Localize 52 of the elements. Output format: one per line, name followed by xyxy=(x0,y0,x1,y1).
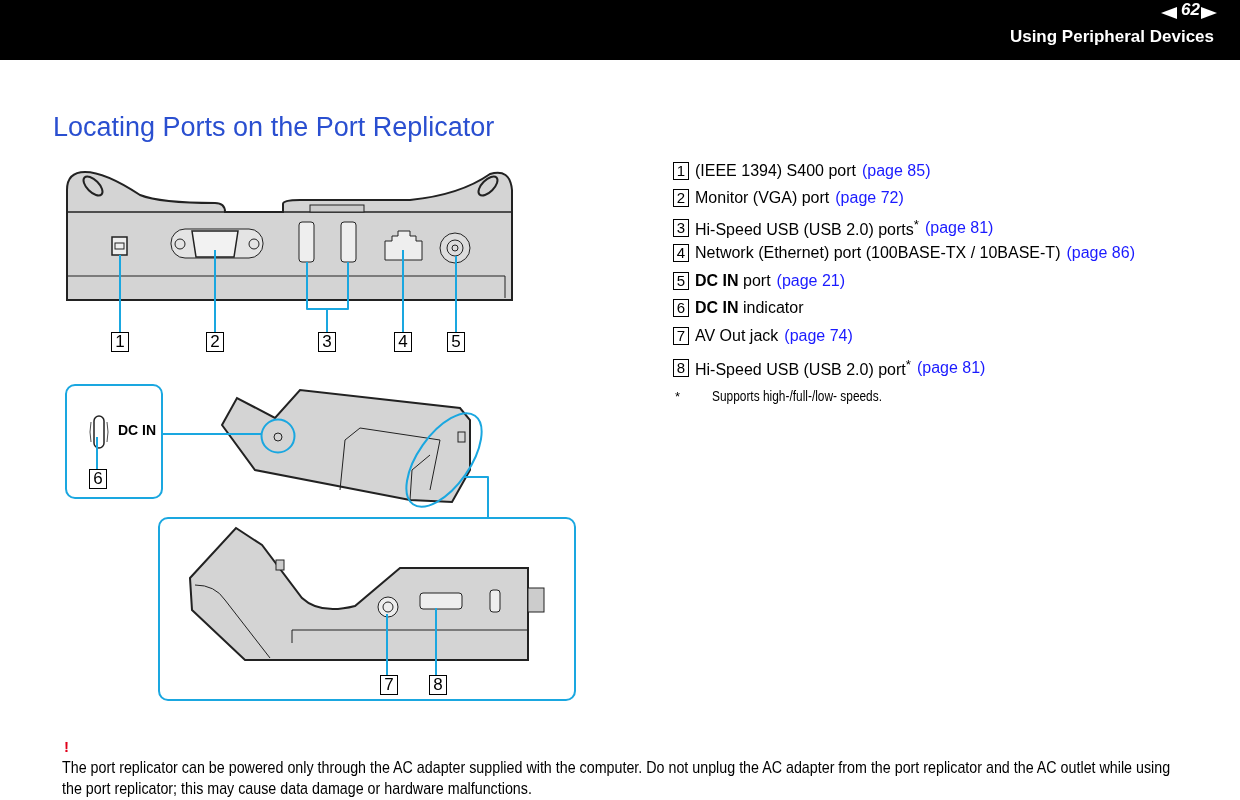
leader-line xyxy=(214,249,216,333)
footnote: Supports high-/full-/low- speeds. xyxy=(712,388,882,404)
footnote-mark: * xyxy=(675,389,681,404)
page-link: (page 72) xyxy=(835,189,904,207)
page-link: (page 81) xyxy=(916,359,986,378)
callout-number: 8 xyxy=(673,359,689,378)
callout-number: 4 xyxy=(673,244,689,262)
callout-number: 8 xyxy=(429,675,447,695)
leader-line xyxy=(455,255,457,333)
leader-line xyxy=(119,254,121,333)
leader-line xyxy=(162,433,262,435)
callout-number: 7 xyxy=(380,675,398,695)
inset-panel xyxy=(158,517,576,701)
section-heading: Using Peripheral Devices xyxy=(1009,27,1214,47)
page-link: (page 74) xyxy=(784,327,853,345)
callout-number: 1 xyxy=(111,332,129,352)
callout-number: 3 xyxy=(318,332,336,352)
page-link: (page 81) xyxy=(924,219,994,238)
callout-number: 2 xyxy=(206,332,224,352)
callout-number: 5 xyxy=(447,332,465,352)
inset-panel xyxy=(65,384,163,499)
port-label: DC IN xyxy=(118,422,157,438)
highlight-circle xyxy=(260,418,296,454)
item-description: DC IN indicator xyxy=(695,299,804,317)
callout-number: 3 xyxy=(673,219,689,238)
leader-line xyxy=(435,607,437,676)
page-link: (page 21) xyxy=(776,272,846,290)
page-link: (page 85) xyxy=(862,162,931,180)
item-description: Network (Ethernet) port (100BASE-TX / 10BASE-T) xyxy=(695,244,1061,262)
item-description: Monitor (VGA) port xyxy=(695,189,830,207)
leader-line xyxy=(386,613,388,676)
page-link: (page 86) xyxy=(1066,244,1135,262)
callout-number: 6 xyxy=(89,469,107,489)
callout-number: 1 xyxy=(673,162,689,180)
page-title: Locating Ports on the Port Replicator xyxy=(53,112,495,143)
callout-number: 5 xyxy=(673,272,689,290)
item-description: DC IN port xyxy=(695,272,771,290)
item-description: (IEEE 1394) S400 port xyxy=(695,162,856,180)
warning-icon: ! xyxy=(64,738,69,755)
callout-number: 2 xyxy=(673,189,689,207)
leader-line xyxy=(96,436,98,470)
callout-number: 6 xyxy=(673,299,689,317)
item-description: AV Out jack xyxy=(695,327,779,345)
callout-number: 7 xyxy=(673,327,689,345)
leader-line xyxy=(464,476,489,518)
highlight-oval xyxy=(402,412,486,508)
warning-note: The port replicator can be powered only through the AC adapter supplied with the computer. Do not unplug the AC adapter from the port replicator and the AC outlet while using the port replicator; this may cause data damage or hardware malfunctions. xyxy=(62,757,1172,799)
leader-line xyxy=(402,249,404,333)
callout-number: 4 xyxy=(394,332,412,352)
page-number: 62 xyxy=(1181,0,1200,20)
item-description: Hi-Speed USB (USB 2.0) port$^{*}$ xyxy=(695,357,911,380)
item-description: Hi-Speed USB (USB 2.0) ports$^{*}$ xyxy=(695,217,919,240)
